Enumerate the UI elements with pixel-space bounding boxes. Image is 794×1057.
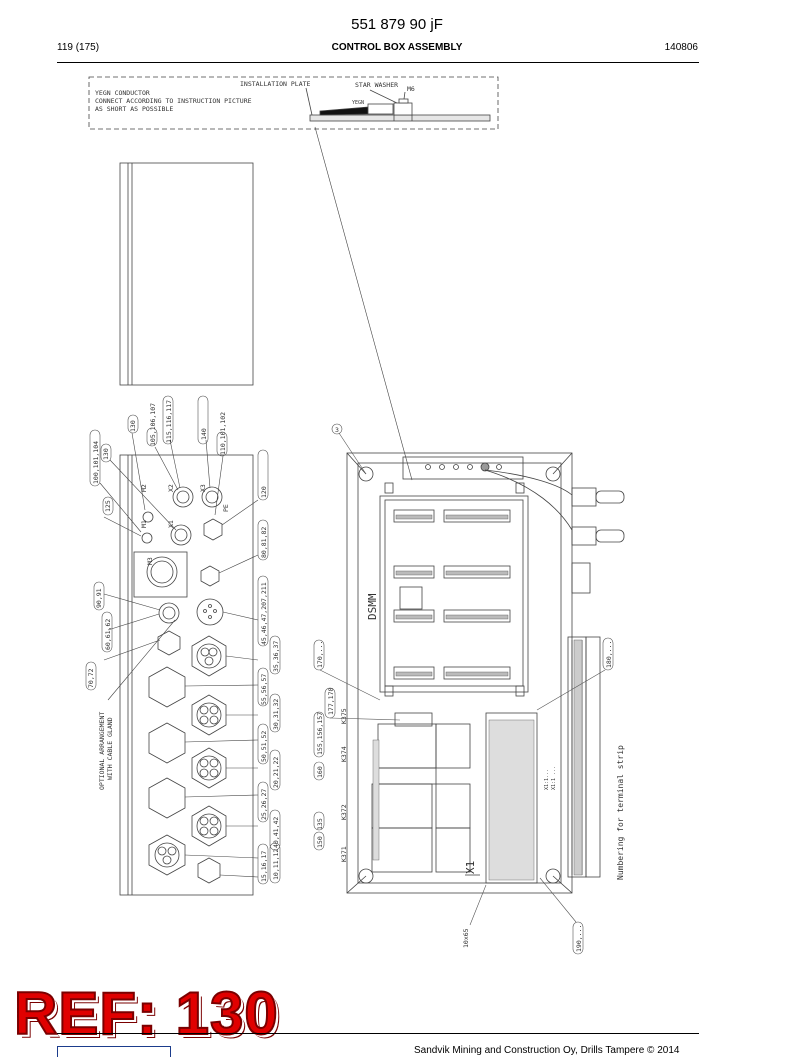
- strip-note: Numbering for terminal strip: [616, 745, 625, 880]
- terminal-rows: [372, 514, 583, 881]
- page-number: 119 (175): [57, 42, 100, 53]
- callout-7: 140: [200, 428, 208, 440]
- callout-24: 170,...: [316, 641, 324, 668]
- callout-28: 150: [316, 836, 324, 848]
- footer-rule: [57, 1033, 699, 1034]
- gland-note-1: OPTIONAL ARRANGEMENT: [98, 712, 106, 790]
- label-m3: M3: [146, 557, 154, 565]
- m2-indicator: [142, 511, 154, 523]
- callout-labels: 100,101,104 130 125 130 105,106,107 115,…: [87, 400, 625, 952]
- document-date: 140806: [664, 42, 698, 53]
- terminal-x1-label: X1: [464, 861, 477, 874]
- callout-8: 110,101,102: [219, 412, 227, 455]
- callout-1: 100,101,104: [92, 441, 100, 484]
- callout-30: 180,...: [605, 641, 613, 668]
- callout-9: 120: [260, 486, 268, 498]
- callout-19: 20,21,22: [272, 757, 280, 788]
- strip-label-b: X1:1 ...: [551, 766, 557, 790]
- detail-tag-wire: YEGN: [352, 100, 364, 106]
- ref-stamp: REF: 130: [13, 980, 279, 1047]
- label-x2: X2: [167, 484, 175, 492]
- callout-4: 130: [129, 420, 137, 432]
- callout-leaders: [99, 432, 259, 878]
- callout-15: 35,36,37: [272, 641, 280, 672]
- grounding-detail: INSTALLATION PLATE STAR WASHER YEGN COND…: [88, 76, 499, 481]
- callout-26: 155,156,157: [316, 712, 324, 755]
- relay-k372: K372: [340, 804, 348, 820]
- callout-21: 40,41,42: [272, 817, 280, 848]
- gland-note-2: WITH CABLE GLAND: [106, 717, 114, 780]
- callout-14: 45,46,47,207,211: [260, 582, 268, 645]
- callout-22: 15,16,17: [260, 851, 268, 882]
- label-x1: X1: [167, 520, 175, 528]
- detail-tag-m6: M6: [407, 85, 415, 93]
- detail-star-washer: STAR WASHER: [355, 81, 398, 89]
- callout-27: 160: [316, 766, 324, 778]
- ground-tag: 10x65: [462, 928, 470, 948]
- detail-note-2: CONNECT ACCORDING TO INSTRUCTION PICTURE: [95, 97, 252, 105]
- relay-k371: K371: [340, 846, 348, 862]
- callout-2: 130: [102, 448, 110, 460]
- label-x3: X3: [199, 484, 207, 492]
- callout-18: 50,51,52: [260, 731, 268, 762]
- callout-12: 60,61,62: [104, 619, 112, 650]
- callout-13: 70,72: [87, 668, 95, 688]
- callout-23: 10,11,12: [272, 849, 280, 880]
- relay-k375: K375: [340, 708, 348, 724]
- label-pe: PE: [222, 504, 230, 512]
- m1-indicator: [141, 532, 153, 544]
- dsmm-label: DSMM: [366, 593, 379, 620]
- detail-installation-plate: INSTALLATION PLATE: [240, 80, 311, 88]
- callout-17: 30,31,32: [272, 699, 280, 730]
- header-rule: [57, 62, 699, 63]
- callout-ovals: [85, 395, 614, 955]
- label-m1: M1: [140, 520, 148, 528]
- callout-31: 190,...: [575, 925, 583, 952]
- document-number: 551 879 90 jF: [351, 16, 443, 33]
- callout-29: 135: [316, 818, 324, 830]
- box-lid: [119, 162, 254, 386]
- relay-k374: K374: [340, 746, 348, 762]
- callout-6: 115,116,117: [165, 400, 173, 443]
- sandvik-logo: [57, 1046, 171, 1057]
- strip-label-a: X1:1...: [544, 769, 550, 790]
- callout-32: 3: [335, 426, 339, 434]
- callout-10: 80,81,82: [260, 527, 268, 558]
- gland-plate: [119, 454, 254, 896]
- callout-20: 25,26,27: [260, 789, 268, 820]
- callout-16: 55,56,57: [260, 674, 268, 705]
- label-m2: M2: [140, 484, 148, 492]
- callout-11: 90,91: [95, 588, 103, 608]
- callout-5: 105,106,107: [149, 403, 157, 446]
- detail-note-1: YEGN CONDUCTOR: [95, 89, 150, 97]
- page-title: CONTROL BOX ASSEMBLY: [331, 42, 463, 53]
- detail-note-3: AS SHORT AS POSSIBLE: [95, 105, 173, 113]
- footer-copyright: Sandvik Mining and Construction Oy, Dril…: [414, 1045, 680, 1056]
- callout-25: 177,178: [327, 688, 335, 715]
- callout-3: 125: [104, 500, 112, 512]
